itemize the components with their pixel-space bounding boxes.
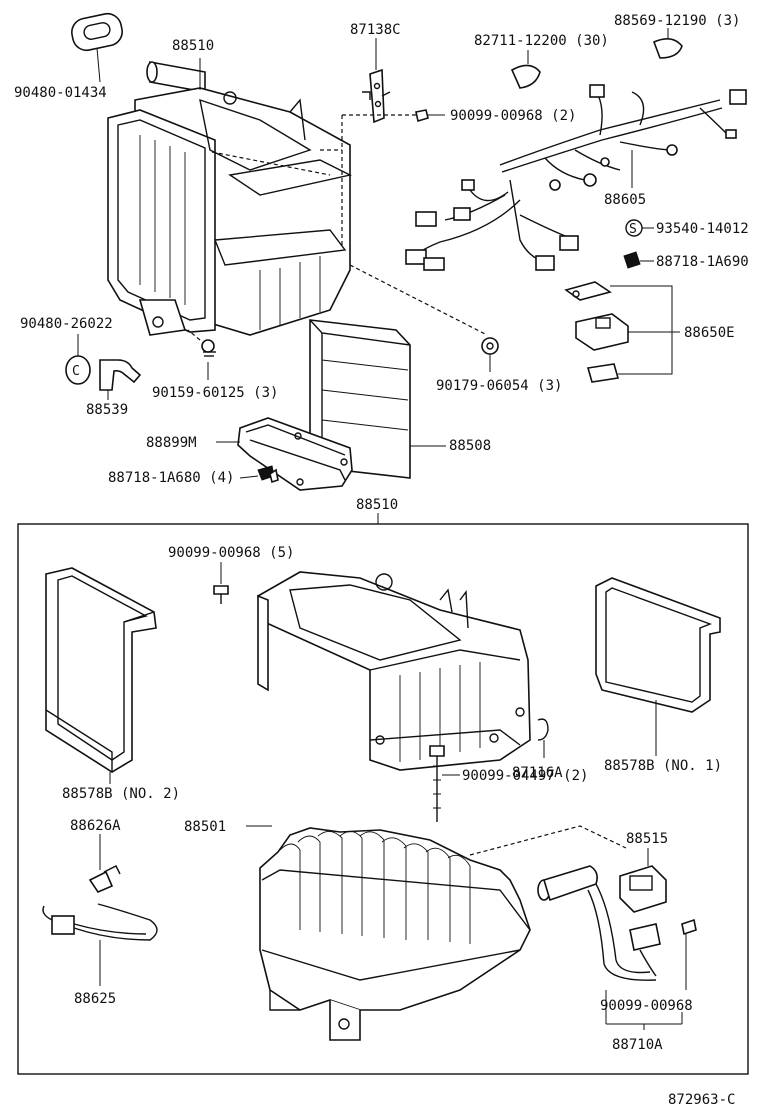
bolt-90099-04497 — [429, 745, 460, 822]
label-90099-04497: 90099-04497 (2) — [462, 768, 588, 784]
label-88899m: 88899M — [146, 435, 197, 451]
sensor-harness-88625 — [42, 903, 158, 986]
label-90480-26022: 90480-26022 — [20, 316, 113, 332]
bolt-90159-60125 — [187, 329, 216, 380]
frame-88578b-no1 — [595, 577, 721, 756]
label-88625: 88625 — [74, 991, 116, 1007]
nut-90179-06054 — [481, 337, 499, 372]
pin-88718-1a680 — [239, 465, 279, 484]
mark-s: S — [629, 222, 637, 237]
sensor-clip-88718-1a690 — [623, 251, 654, 269]
label-82711: 82711-12200 (30) — [474, 33, 609, 49]
label-88626a: 88626A — [70, 818, 121, 834]
exploded-view-frame — [17, 523, 749, 1075]
thermistor-88626a — [88, 834, 121, 893]
label-88578b-no2: 88578B (NO. 2) — [62, 786, 180, 802]
label-88578b-no1: 88578B (NO. 1) — [604, 758, 722, 774]
label-88718-1a690: 88718-1A690 — [656, 254, 749, 270]
label-87116a: 87116A — [512, 765, 563, 781]
label-drawing-ref: 872963-C — [668, 1092, 735, 1108]
rivet-93540-14012: S — [625, 219, 654, 237]
label-88508: 88508 — [449, 438, 491, 454]
label-88510-top: 88510 — [172, 38, 214, 54]
wire-harness-88605 — [405, 84, 747, 271]
clamp-88569 — [652, 28, 683, 59]
label-88515: 88515 — [626, 831, 668, 847]
label-90480-01434: 90480-01434 — [14, 85, 107, 101]
screw-90099-00968-2 — [415, 109, 445, 123]
label-88510-mid: 88510 — [356, 497, 398, 513]
label-88569: 88569-12190 (3) — [614, 13, 740, 29]
label-88710a: 88710A — [612, 1037, 663, 1053]
label-88718-1a680: 88718-1A680 (4) — [108, 470, 234, 486]
ring-90480-26022: C — [65, 334, 91, 385]
screw-90099-00968 — [681, 918, 697, 990]
frame-88578b-no2 — [45, 567, 157, 784]
evaporator-88501 — [246, 825, 531, 1041]
clamp-82711 — [510, 50, 541, 89]
housing-case-upper — [257, 571, 531, 771]
label-88501: 88501 — [184, 819, 226, 835]
label-88650e: 88650E — [684, 325, 735, 341]
tube-88710a — [537, 865, 683, 1030]
bracket-87138c — [362, 38, 391, 124]
label-88539: 88539 — [86, 402, 128, 418]
label-90159: 90159-60125 (3) — [152, 385, 278, 401]
grommet-90480-01434 — [71, 12, 123, 83]
evaporator-housing-assembly-top — [107, 58, 353, 336]
label-90099-00968-5: 90099-00968 (5) — [168, 545, 294, 561]
cover-88899m — [216, 417, 353, 491]
label-93540: 93540-14012 — [656, 221, 749, 237]
mark-c: C — [72, 364, 80, 379]
label-88605: 88605 — [604, 192, 646, 208]
label-90099-00968-2: 90099-00968 (2) — [450, 108, 576, 124]
amplifier-88650e — [564, 281, 680, 383]
clip-87116a — [537, 718, 549, 758]
label-90099-00968: 90099-00968 — [600, 998, 693, 1014]
label-90179: 90179-06054 (3) — [436, 378, 562, 394]
screw-90099-00968-5 — [213, 562, 229, 604]
label-87138c: 87138C — [350, 22, 401, 38]
hose-88539 — [99, 359, 142, 400]
expansion-valve-88515 — [619, 848, 667, 913]
